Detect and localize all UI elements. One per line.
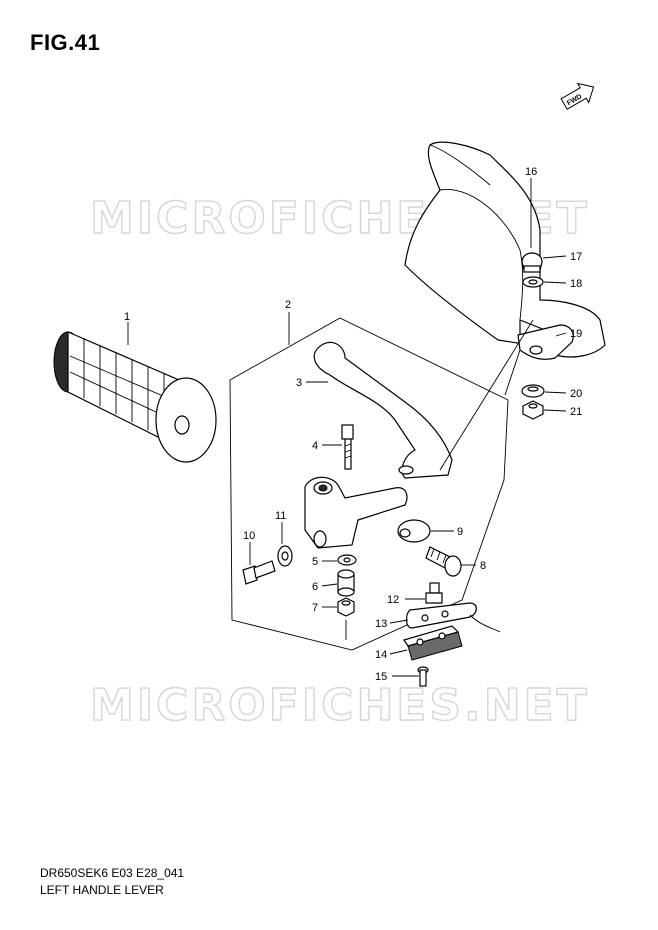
- callout-21: 21: [570, 406, 582, 418]
- callout-17: 17: [570, 251, 582, 263]
- callout-7: 7: [312, 602, 318, 614]
- adjuster-part: [425, 546, 462, 577]
- callout-3: 3: [296, 377, 302, 389]
- diagram-name: LEFT HANDLE LEVER: [40, 883, 164, 897]
- switch-part: [425, 582, 443, 604]
- clamp-bolt-part: [242, 560, 276, 585]
- diagram-code: DR650SEK6 E03 E28_041: [40, 866, 185, 880]
- watermark-bottom: MICROFICHES.NET: [90, 680, 590, 731]
- lock-nut-part: [522, 400, 544, 420]
- cap-nut-part: [521, 252, 543, 273]
- plate-part: [405, 602, 501, 633]
- callout-11: 11: [275, 510, 286, 522]
- holder-part: [403, 625, 463, 661]
- callout-6: 6: [312, 581, 318, 593]
- callout-2: 2: [285, 299, 291, 311]
- callout-4: 4: [312, 440, 318, 452]
- adjuster-wheel-part: [397, 519, 431, 543]
- callout-13: 13: [375, 618, 387, 630]
- leader-lines: [127, 178, 567, 677]
- pivot-bolt-part: [341, 424, 354, 470]
- callout-19: 19: [570, 328, 582, 340]
- callout-labels: 1 2 3 4 5 6 7 8 9 10 11 12 13 14 15 16 1…: [124, 166, 582, 683]
- fwd-arrow-icon: FWD: [560, 82, 595, 110]
- callout-18: 18: [570, 278, 582, 290]
- assembly-outline: [229, 317, 509, 651]
- callout-10: 10: [243, 530, 255, 542]
- bracket-part: [517, 324, 574, 360]
- grip-part: [53, 331, 217, 463]
- spacer-part: [337, 569, 355, 597]
- callout-16: 16: [525, 166, 537, 178]
- callout-14: 14: [375, 649, 387, 661]
- callout-9: 9: [457, 526, 463, 538]
- guard-nut-part: [521, 384, 545, 398]
- nut-part: [337, 597, 355, 617]
- callout-20: 20: [570, 388, 582, 400]
- callout-12: 12: [387, 594, 399, 606]
- figure-title: FIG.41: [30, 30, 101, 55]
- callout-15: 15: [375, 671, 387, 683]
- callout-5: 5: [312, 556, 318, 568]
- lever-perch-part: [304, 476, 408, 549]
- callout-8: 8: [480, 560, 486, 572]
- screw-part: [417, 666, 429, 687]
- callout-1: 1: [124, 311, 130, 323]
- hand-guard-part: [404, 141, 606, 358]
- lever-part: [313, 341, 453, 479]
